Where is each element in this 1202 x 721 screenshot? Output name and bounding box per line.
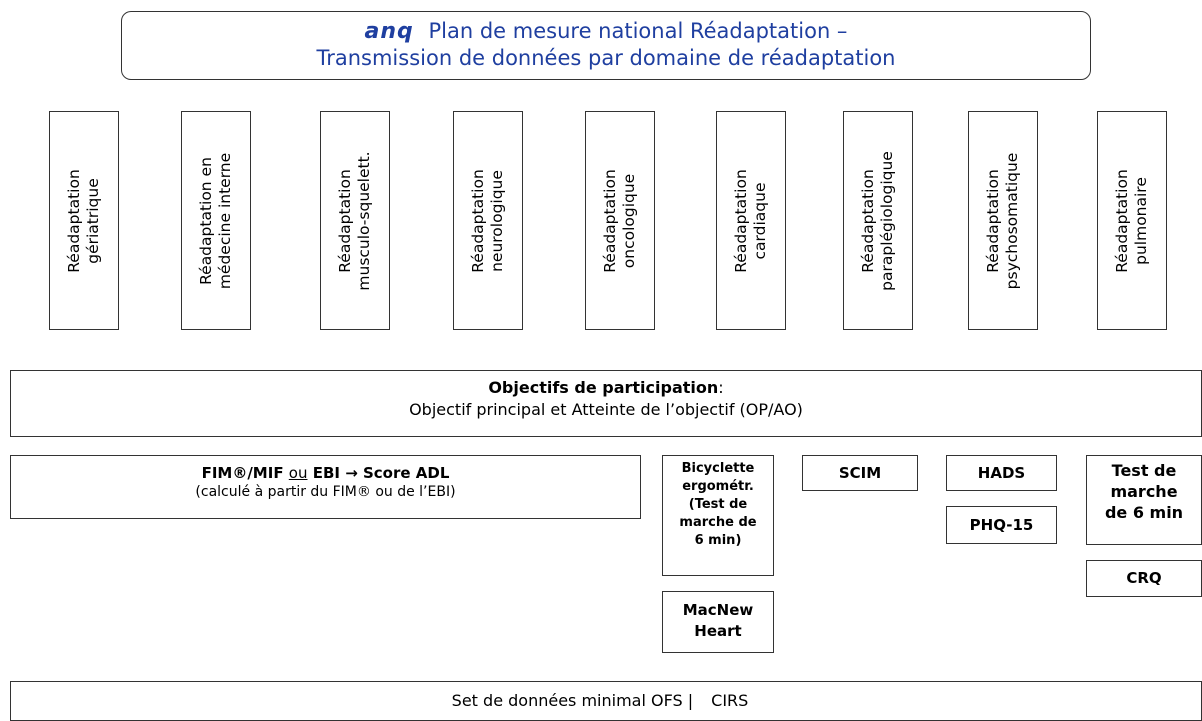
domain-internal-medicine-line2: médecine interne	[216, 152, 234, 289]
domain-cardiac-line2: cardiaque	[751, 182, 769, 259]
domain-musculoskeletal-line1: Réadaptation	[336, 168, 354, 273]
header-title-line1: Plan de mesure national Réadaptation –	[428, 19, 848, 43]
scim-label: SCIM	[838, 464, 882, 482]
domain-paraplegiological-line1: Réadaptation	[859, 168, 877, 273]
domain-neurological-line1: Réadaptation	[469, 168, 487, 273]
header-title-line2: Transmission de données par domaine de r…	[316, 46, 896, 70]
domain-neurological-line2: neurologique	[488, 169, 506, 272]
minimal-dataset-label: Set de données minimal OFS |	[451, 691, 694, 710]
fim-or-label: ou	[288, 464, 308, 482]
bicycle-ergometer-box: Bicyclette ergométr. (Test de marche de …	[662, 455, 774, 576]
participation-colon: :	[718, 378, 724, 397]
bicycle-line3: (Test de	[688, 497, 748, 512]
fim-ebi-box: FIM®/MIF ou EBI → Score ADL (calculé à p…	[10, 455, 641, 519]
walk-test-box: Test de marche de 6 min	[1086, 455, 1202, 545]
domain-cardiac-line1: Réadaptation	[732, 168, 750, 273]
fim-subtitle: (calculé à partir du FIM® ou de l’EBI)	[195, 484, 456, 500]
header-title-box: anq Plan de mesure national Réadaptation…	[121, 11, 1091, 80]
domain-pulmonary-line1: Réadaptation	[1113, 168, 1131, 273]
domain-psychosomatic-line2: psychosomatique	[1003, 152, 1021, 289]
macnew-line1: MacNew	[682, 601, 754, 619]
crq-box: CRQ	[1086, 560, 1202, 597]
participation-objectives-box: Objectifs de participation: Objectif pri…	[10, 370, 1202, 437]
walk-line2: marche	[1110, 482, 1178, 501]
domain-oncological-line2: oncologique	[620, 173, 638, 268]
macnew-line2: Heart	[694, 622, 742, 640]
minimal-dataset-box: Set de données minimal OFS | CIRS	[10, 681, 1202, 721]
domain-geriatric-line1: Réadaptation	[65, 168, 83, 273]
domain-musculoskeletal-line2: musculo-squelett.	[355, 150, 373, 291]
walk-line1: Test de	[1111, 461, 1177, 480]
hads-box: HADS	[946, 455, 1057, 491]
crq-label: CRQ	[1126, 569, 1162, 587]
bicycle-line2: ergométr.	[682, 479, 754, 494]
ebi-score-label: EBI → Score ADL	[307, 464, 450, 482]
bicycle-line5: 6 min)	[694, 533, 742, 548]
domain-psychosomatic-line1: Réadaptation	[984, 168, 1002, 273]
scim-box: SCIM	[802, 455, 918, 491]
fim-label: FIM®/MIF	[201, 464, 289, 482]
participation-subtitle: Objectif principal et Atteinte de l’obje…	[409, 400, 803, 419]
participation-title: Objectifs de participation	[488, 378, 719, 397]
hads-label: HADS	[977, 464, 1026, 482]
bicycle-line4: marche de	[679, 515, 757, 530]
domain-pulmonary-line2: pulmonaire	[1132, 176, 1150, 265]
phq15-label: PHQ-15	[969, 516, 1034, 534]
macnew-heart-box: MacNew Heart	[662, 591, 774, 653]
walk-line3: de 6 min	[1104, 503, 1184, 522]
domain-internal-medicine-line1: Réadaptation en	[197, 156, 215, 285]
domain-paraplegiological-line2: paraplégiologique	[878, 150, 896, 291]
bicycle-line1: Bicyclette	[681, 461, 755, 476]
anq-logo: anq	[364, 19, 414, 44]
phq15-box: PHQ-15	[946, 506, 1057, 544]
domain-oncological-line1: Réadaptation	[601, 168, 619, 273]
domain-geriatric-line2: gériatrique	[84, 177, 102, 264]
cirs-label: CIRS	[711, 691, 749, 710]
